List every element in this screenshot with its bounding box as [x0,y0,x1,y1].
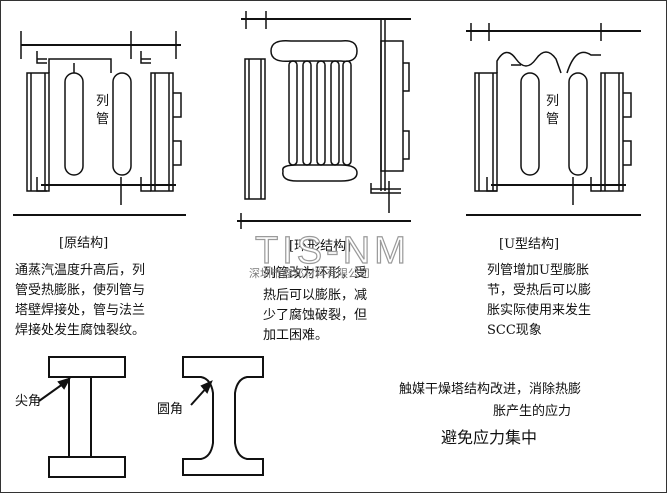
original-structure-drawing [13,31,186,216]
u-type-desc-line-1: 列管增加U型膨胀 [487,263,589,278]
u-type-desc-line-2: 节，受热后可以膨 [487,283,591,298]
ring-desc-line-4: 加工困难。 [263,328,328,343]
sharp-corner-beam [48,356,126,478]
summary-line-2: 胀产生的应力 [493,403,571,419]
round-corner-label: 圆角 [157,402,183,417]
round-corner-beam [182,356,264,476]
original-structure-caption: [原结构] [59,236,108,251]
original-structure-description: 通蒸汽温度升高后，列 管受热膨胀，使列管与 塔壁焊接处，管与法兰 焊接处发生腐蚀… [15,262,145,338]
original-tube-label-2: 管 [96,112,109,127]
ring-structure-drawing [237,11,411,229]
original-desc-line-4: 焊接处发生腐蚀裂纹。 [15,322,145,338]
watermark: TIS-NM 深圳市鑫邦材料有限公司 [249,229,410,280]
u-type-desc-line-4: SCC现象 [487,323,542,338]
summary-line-1: 触媒干燥塔结构改进，消除热膨 [399,382,581,397]
original-desc-line-2: 管受热膨胀，使列管与 [15,282,145,298]
u-type-structure-drawing [466,23,641,216]
u-type-desc-line-3: 胀实际使用来发生 [487,302,591,318]
watermark-logo: TIS-NM [255,230,410,272]
ring-structure-caption: [环形结构] [289,239,351,254]
sharp-corner-label: 尖角 [15,394,41,409]
ring-desc-line-3: 少了腐蚀破裂，但 [263,308,367,323]
round-corner-arrow [190,380,213,406]
ring-desc-line-2: 热后可以膨胀，减 [263,288,367,303]
original-desc-line-1: 通蒸汽温度升高后，列 [15,262,145,278]
watermark-company: 深圳市鑫邦材料有限公司 [249,266,370,280]
u-type-structure-caption: [U型结构] [499,237,559,252]
u-type-tube-label-2: 管 [546,112,559,127]
u-type-tube-label-1: 列 [546,94,559,109]
u-type-structure-description: 列管增加U型膨胀 节，受热后可以膨 胀实际使用来发生 SCC现象 [487,263,591,338]
ring-structure-description: 列管改为环形，受 热后可以膨胀，减 少了腐蚀破裂，但 加工困难。 [263,266,367,343]
summary-headline: 避免应力集中 [441,428,537,447]
original-desc-line-3: 塔壁焊接处，管与法兰 [15,302,145,318]
ring-desc-line-1: 列管改为环形，受 [263,266,367,281]
original-tube-label-1: 列 [96,94,109,109]
sharp-corner-arrow [38,377,72,402]
